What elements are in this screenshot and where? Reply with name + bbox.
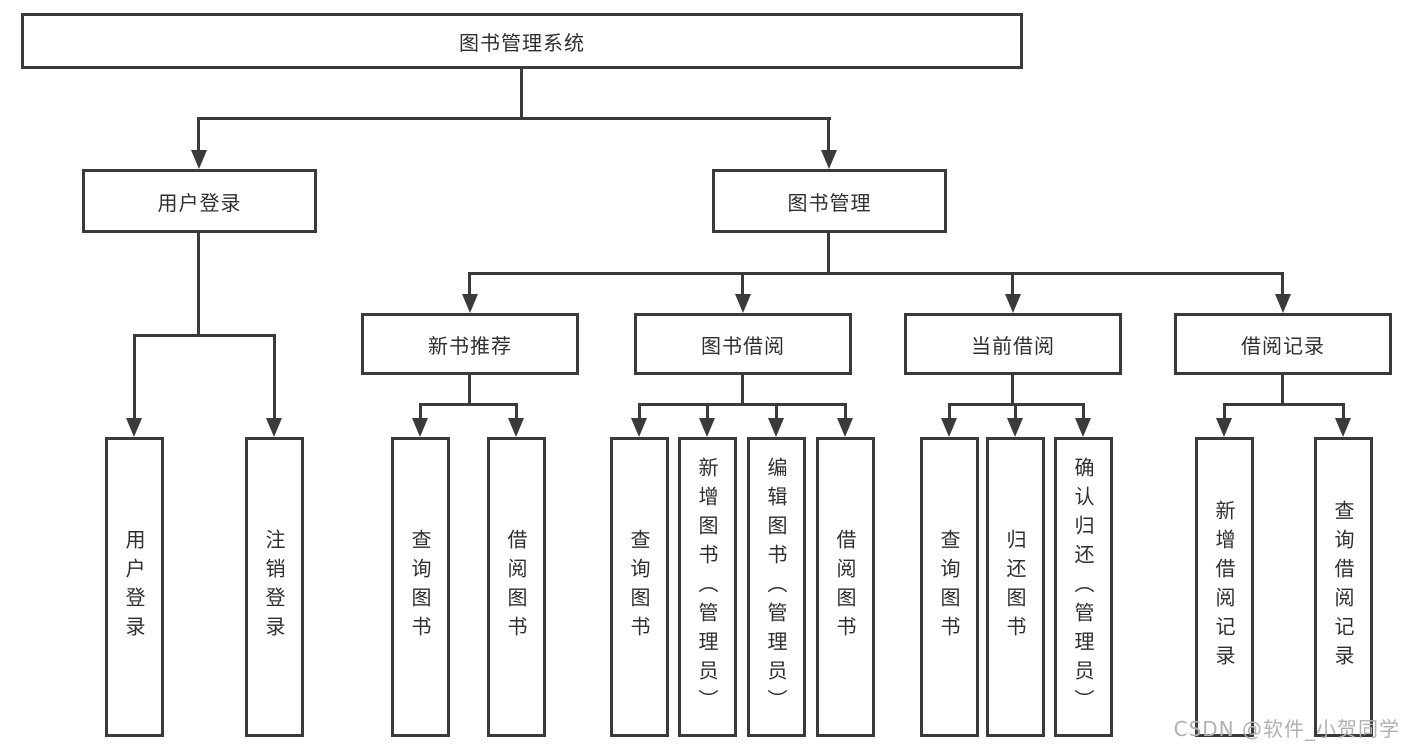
connector-vline: [197, 233, 200, 335]
arrow-down-icon: [462, 294, 478, 313]
connector-hline: [1223, 403, 1345, 406]
connector-hline: [468, 272, 1284, 275]
leaf-records-query-record: 查询借阅记录: [1314, 437, 1373, 737]
connector-vline: [827, 233, 830, 274]
connector-vline: [1281, 272, 1284, 300]
connector-hline: [197, 117, 831, 120]
arrow-down-icon: [1335, 418, 1351, 437]
arrow-down-icon: [941, 418, 957, 437]
connector-vline: [1011, 272, 1014, 300]
connector-hline: [638, 403, 847, 406]
csdn-watermark: CSDN @软件_小贺同学: [1173, 717, 1400, 741]
arrow-down-icon: [768, 418, 784, 437]
connector-vline: [419, 403, 422, 428]
arrow-down-icon: [735, 294, 751, 313]
connector-vline: [468, 375, 471, 405]
arrow-down-icon: [508, 418, 524, 437]
leaf-recommend-query-book: 查询图书: [391, 437, 450, 737]
leaf-user-login: 用户登录: [105, 437, 164, 737]
connector-vline: [706, 403, 709, 428]
leaf-current-confirm-return-admin: 确认归还（管理员）: [1054, 437, 1113, 737]
arrow-down-icon: [699, 418, 715, 437]
connector-vline: [468, 272, 471, 300]
connector-vline: [520, 69, 523, 118]
leaf-current-return-book: 归还图书: [986, 437, 1045, 737]
node-book-management: 图书管理: [712, 169, 947, 233]
connector-vline: [133, 334, 136, 428]
connector-vline: [1223, 403, 1226, 428]
arrow-down-icon: [191, 150, 207, 169]
arrow-down-icon: [412, 418, 428, 437]
node-library-management-system: 图书管理系统: [21, 13, 1023, 69]
connector-vline: [1014, 403, 1017, 428]
leaf-current-query-book: 查询图书: [920, 437, 979, 737]
leaf-borrow-edit-book-admin: 编辑图书（管理员）: [747, 437, 806, 737]
connector-vline: [1342, 403, 1345, 428]
connector-vline: [948, 403, 951, 428]
connector-vline: [844, 403, 847, 428]
connector-vline: [775, 403, 778, 428]
leaf-records-add-record: 新增借阅记录: [1195, 437, 1254, 737]
connector-vline: [741, 375, 744, 405]
connector-vline: [1281, 375, 1284, 405]
arrow-down-icon: [631, 418, 647, 437]
arrow-down-icon: [837, 418, 853, 437]
node-new-book-recommendation: 新书推荐: [361, 313, 579, 375]
leaf-borrow-borrow-book: 借阅图书: [816, 437, 875, 737]
connector-hline: [419, 403, 518, 406]
leaf-borrow-query-book: 查询图书: [610, 437, 669, 737]
arrow-down-icon: [1275, 294, 1291, 313]
arrow-down-icon: [126, 418, 142, 437]
node-current-borrowing: 当前借阅: [904, 313, 1122, 375]
connector-vline: [1011, 375, 1014, 405]
leaf-borrow-add-book-admin: 新增图书（管理员）: [678, 437, 737, 737]
connector-vline: [827, 117, 830, 157]
arrow-down-icon: [266, 418, 282, 437]
connector-vline: [1082, 403, 1085, 428]
arrow-down-icon: [1005, 294, 1021, 313]
connector-vline: [741, 272, 744, 300]
arrow-down-icon: [1075, 418, 1091, 437]
leaf-logout: 注销登录: [245, 437, 304, 737]
connector-hline: [133, 334, 276, 337]
connector-vline: [197, 117, 200, 157]
connector-vline: [515, 403, 518, 428]
connector-vline: [273, 334, 276, 428]
node-book-borrowing: 图书借阅: [634, 313, 852, 375]
node-user-login: 用户登录: [82, 169, 317, 233]
node-borrowing-records: 借阅记录: [1174, 313, 1392, 375]
arrow-down-icon: [821, 150, 837, 169]
arrow-down-icon: [1216, 418, 1232, 437]
connector-vline: [638, 403, 641, 428]
arrow-down-icon: [1007, 418, 1023, 437]
leaf-recommend-borrow-book: 借阅图书: [487, 437, 546, 737]
